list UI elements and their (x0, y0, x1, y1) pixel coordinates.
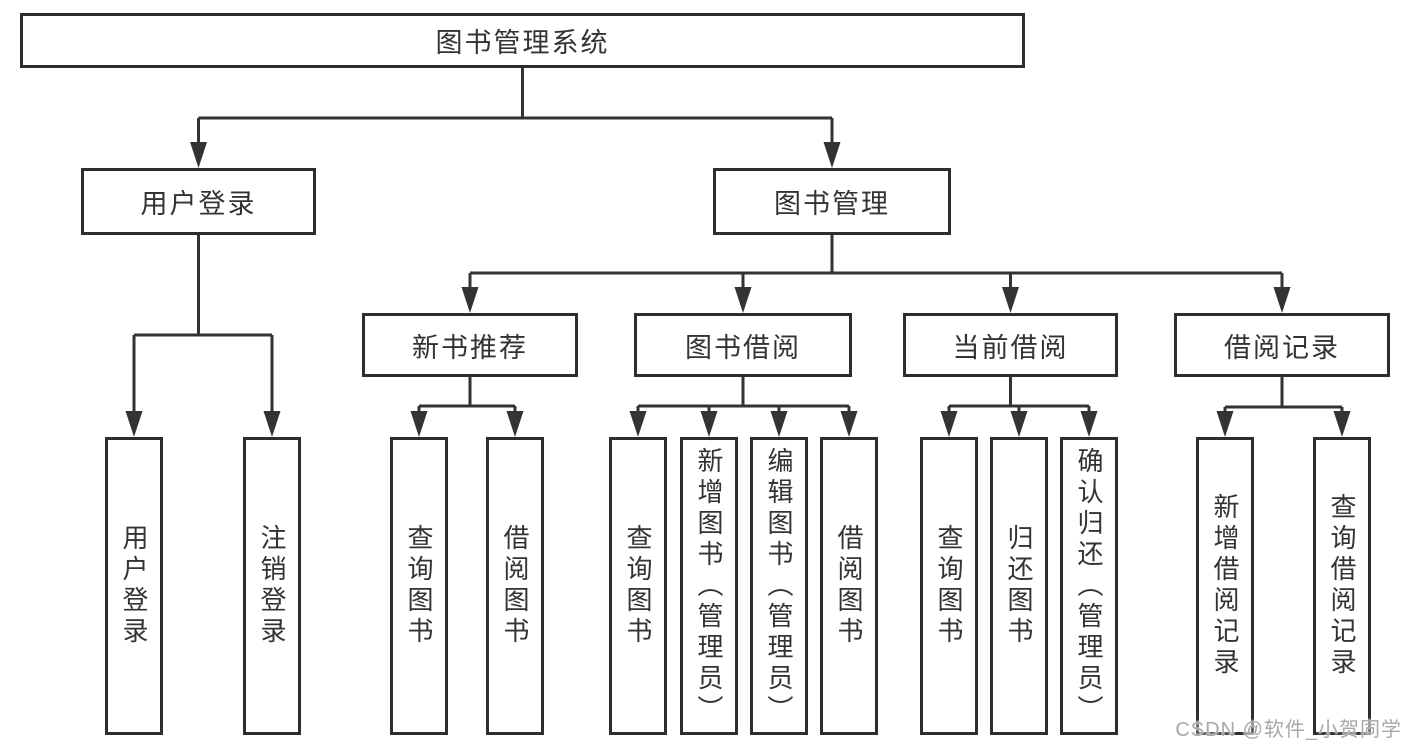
node-root: 图书管理系统 (20, 13, 1025, 68)
node-borrow-records: 借阅记录 (1174, 313, 1390, 377)
node-label: 用户登录 (140, 189, 257, 219)
connector-borrow-records-to-leaves (1216, 377, 1351, 437)
connector-book-borrow-to-leaves (629, 377, 858, 437)
node-label: 图书管理 (774, 189, 890, 219)
connector-user-login-to-leaves (125, 235, 281, 437)
node-label: 查询图书 (404, 524, 434, 648)
connector-root-to-level2 (190, 68, 841, 168)
leaf-confirm-return-admin: 确认归还（管理员） (1060, 437, 1118, 735)
arrow-down-icon (263, 411, 281, 437)
arrow-down-icon (506, 411, 524, 437)
node-label: 编辑图书（管理员） (764, 446, 794, 726)
arrow-down-icon (770, 411, 788, 437)
connector-book-management-to-level3 (461, 235, 1291, 313)
arrow-down-icon (734, 287, 752, 313)
node-label: 归还图书 (1004, 524, 1034, 648)
arrow-down-icon (629, 411, 647, 437)
arrow-down-icon (1080, 411, 1098, 437)
arrow-down-icon (1002, 287, 1019, 313)
leaf-query-books-recommend: 查询图书 (390, 437, 448, 735)
node-label: 借阅图书 (500, 524, 530, 648)
leaf-query-borrow-record: 查询借阅记录 (1313, 437, 1371, 735)
arrow-down-icon (700, 411, 718, 437)
arrow-down-icon (410, 411, 428, 437)
node-label: 注销登录 (257, 524, 287, 648)
node-label: 确认归还（管理员） (1074, 446, 1104, 726)
arrow-down-icon (823, 142, 841, 168)
leaf-query-books-borrow: 查询图书 (609, 437, 667, 735)
leaf-logout: 注销登录 (243, 437, 301, 735)
node-book-management: 图书管理 (713, 168, 951, 235)
node-label: 图书管理系统 (435, 28, 610, 58)
arrow-down-icon (190, 142, 207, 168)
node-new-book-recommend: 新书推荐 (362, 313, 578, 377)
node-label: 当前借阅 (952, 332, 1069, 363)
arrow-down-icon (461, 287, 479, 313)
leaf-add-borrow-record: 新增借阅记录 (1196, 437, 1254, 735)
node-label: 用户登录 (119, 524, 149, 648)
node-label: 查询借阅记录 (1327, 493, 1357, 679)
node-label: 新书推荐 (412, 332, 528, 363)
arrow-down-icon (1273, 287, 1291, 313)
node-label: 新增图书（管理员） (694, 446, 724, 726)
leaf-edit-book-admin: 编辑图书（管理员） (750, 437, 808, 735)
node-label: 借阅记录 (1224, 332, 1340, 363)
node-book-borrow: 图书借阅 (634, 313, 852, 377)
node-current-borrow: 当前借阅 (903, 313, 1118, 377)
connector-current-borrow-to-leaves (940, 377, 1098, 437)
arrow-down-icon (1333, 411, 1351, 437)
leaf-borrow-books: 借阅图书 (820, 437, 878, 735)
node-label: 新增借阅记录 (1210, 493, 1240, 679)
arrow-down-icon (125, 411, 143, 437)
node-label: 图书借阅 (685, 332, 801, 363)
connector-new-book-recommend-to-leaves (410, 377, 524, 437)
node-label: 借阅图书 (834, 524, 864, 648)
node-user-login: 用户登录 (81, 168, 316, 235)
arrow-down-icon (840, 411, 858, 437)
node-label: 查询图书 (623, 524, 653, 648)
node-label: 查询图书 (934, 524, 964, 648)
leaf-user-login: 用户登录 (105, 437, 163, 735)
leaf-add-book-admin: 新增图书（管理员） (680, 437, 738, 735)
leaf-borrow-books-recommend: 借阅图书 (486, 437, 544, 735)
leaf-return-book: 归还图书 (990, 437, 1048, 735)
arrow-down-icon (940, 411, 958, 437)
csdn-watermark: CSDN @软件_小贺同学 (1175, 719, 1402, 741)
arrow-down-icon (1216, 411, 1234, 437)
arrow-down-icon (1010, 411, 1028, 437)
leaf-query-books-current: 查询图书 (920, 437, 978, 735)
